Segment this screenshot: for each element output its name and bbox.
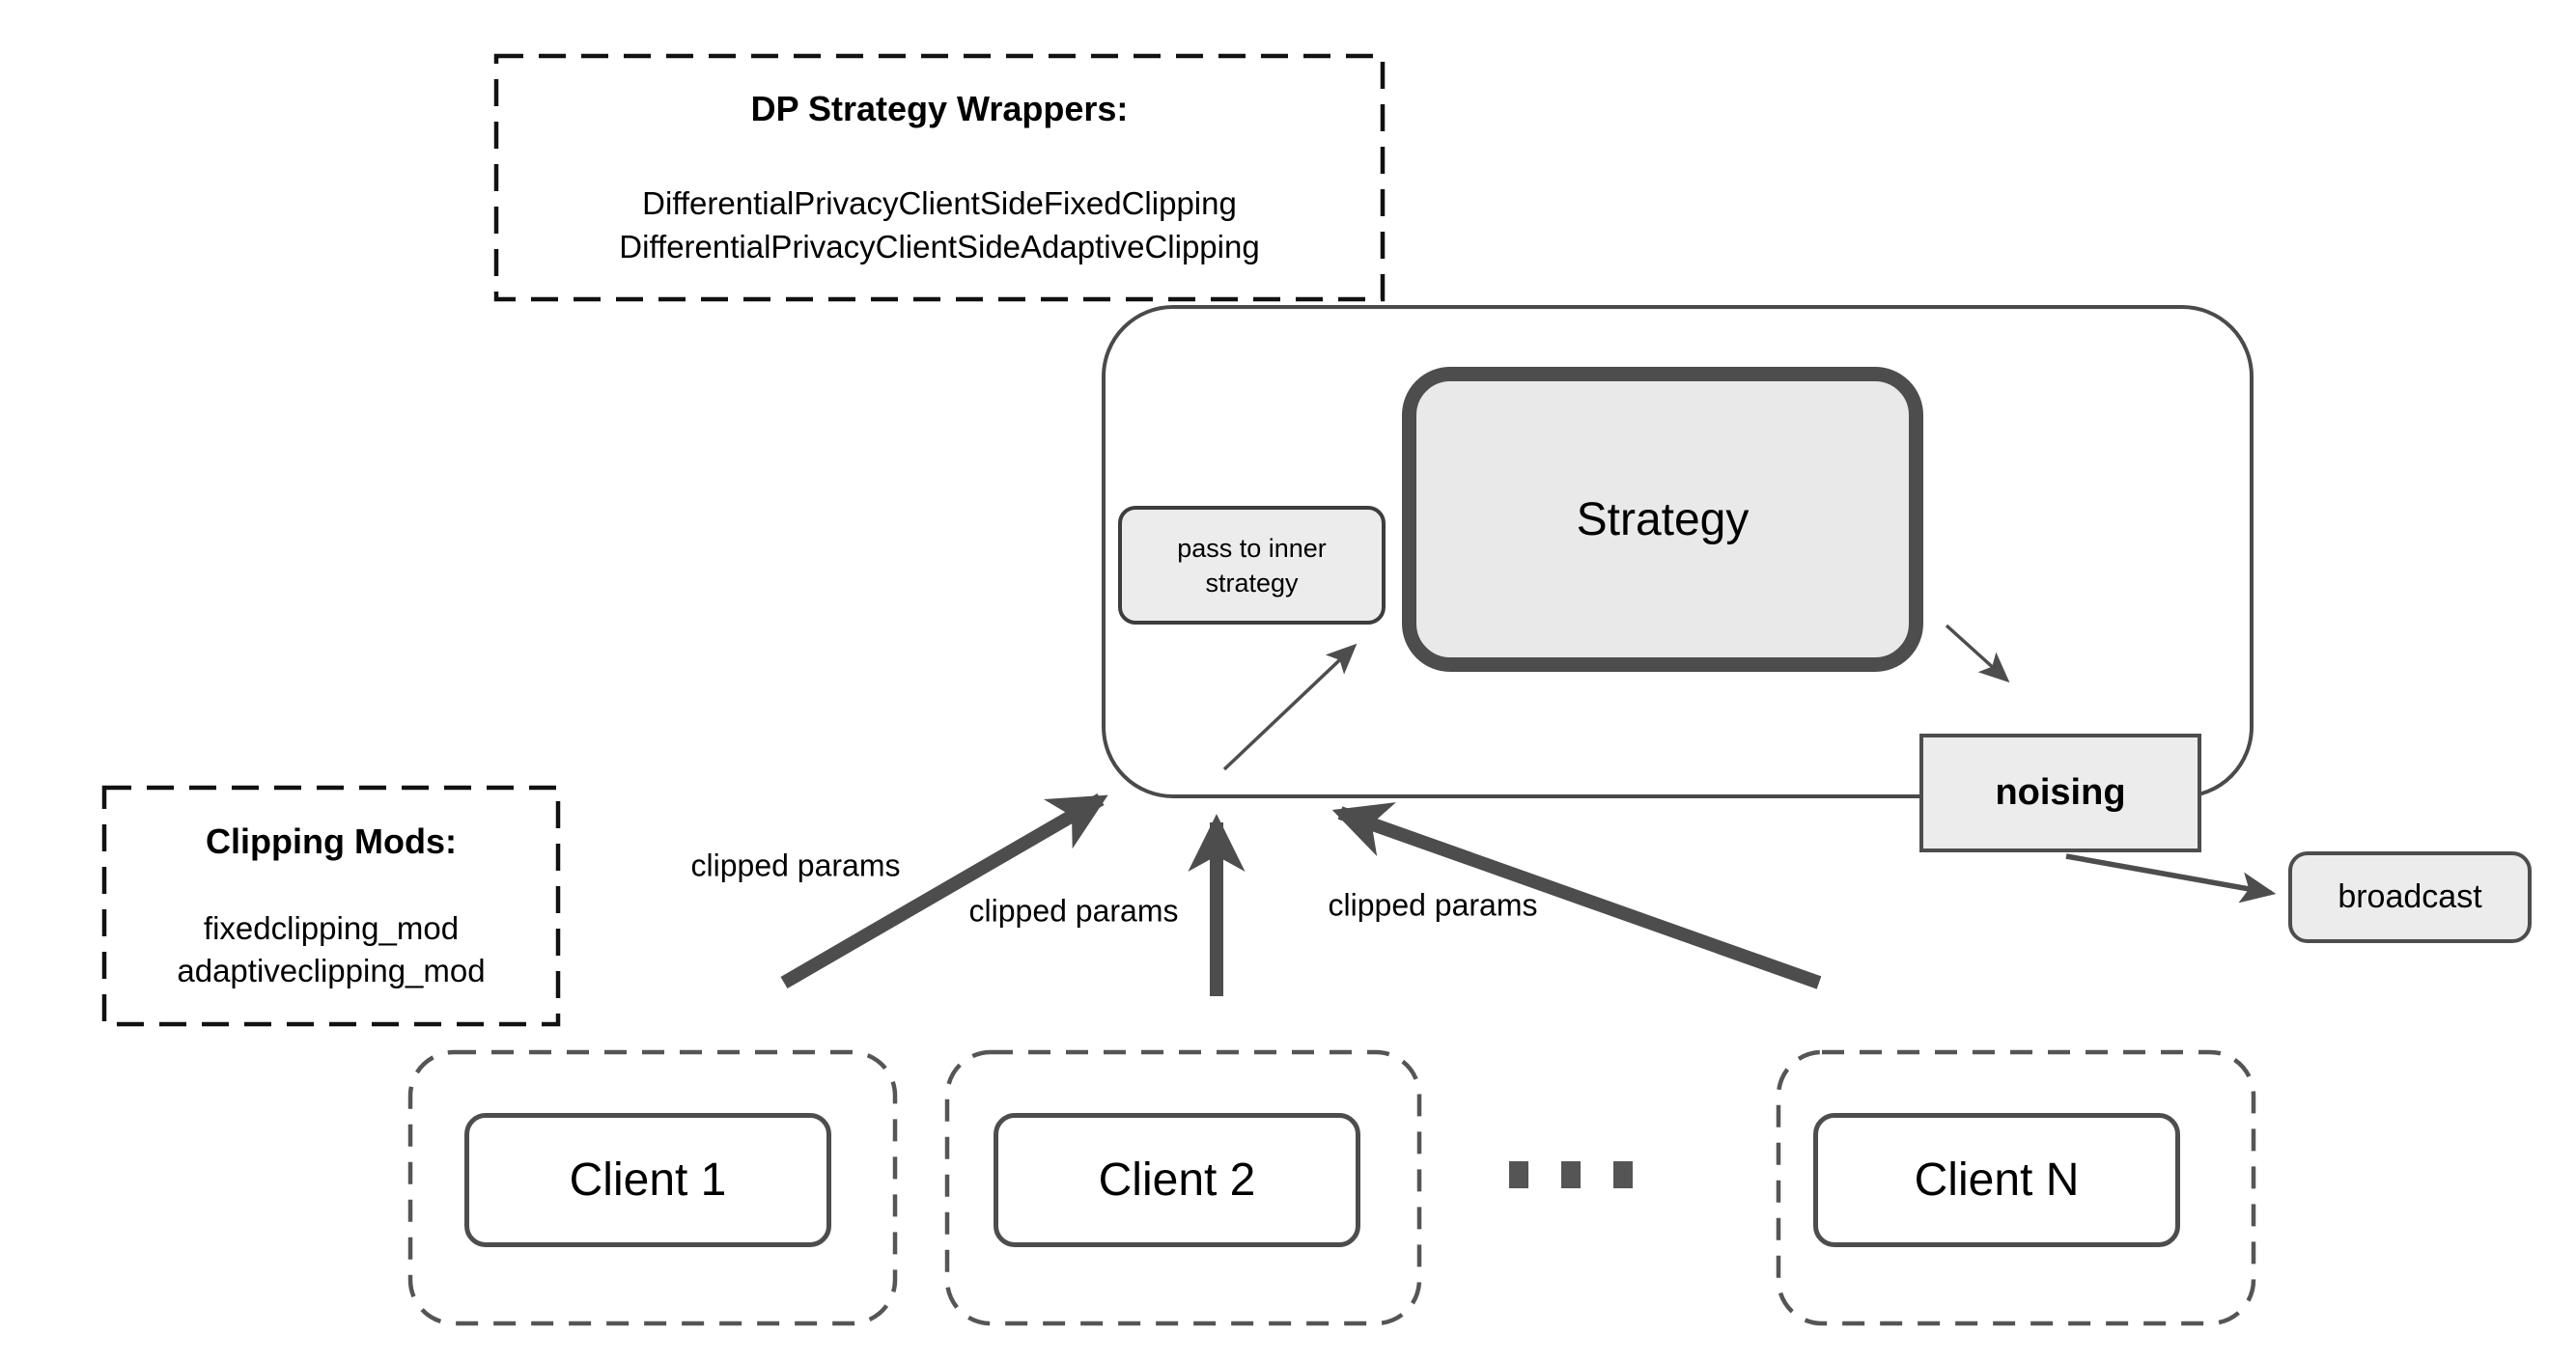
client-n-outer-outline xyxy=(1776,1049,2256,1326)
client-1-label: Client 1 xyxy=(569,1154,727,1206)
client-2-outer-outline xyxy=(944,1049,1422,1326)
client-n-box: Client N xyxy=(1813,1113,2180,1247)
strategy-box: Strategy xyxy=(1402,367,1923,672)
dp-wrappers-items: DifferentialPrivacyClientSideFixedClippi… xyxy=(496,181,1383,268)
clipping-mods-items: fixedclipping_mod adaptiveclipping_mod xyxy=(104,907,558,992)
arrow-strategy-to-noising xyxy=(1945,624,2010,683)
noising-box: noising xyxy=(1919,734,2201,852)
clipping-mods-box-outline xyxy=(101,785,561,1027)
clipped-params-label-3: clipped params xyxy=(1328,887,1538,923)
clipping-mod-item: fixedclipping_mod xyxy=(203,910,460,946)
clipping-mods-title: Clipping Mods: xyxy=(206,821,457,861)
ellipsis-dot xyxy=(1561,1161,1581,1188)
client-n-label: Client N xyxy=(1914,1154,2080,1206)
noising-label: noising xyxy=(1995,772,2126,813)
dp-wrappers-box-outline xyxy=(493,53,1386,302)
pass-label-line1: pass to inner xyxy=(1177,533,1327,563)
arrow-to-pass-box xyxy=(1222,643,1358,771)
arrow-noising-to-broadcast xyxy=(2065,853,2277,904)
broadcast-label: broadcast xyxy=(2338,878,2482,915)
client-2-box: Client 2 xyxy=(994,1113,1360,1247)
broadcast-box: broadcast xyxy=(2288,851,2532,943)
client-1-box: Client 1 xyxy=(464,1113,831,1247)
arrow-clientN-to-server xyxy=(1331,802,1822,989)
pass-label-line2: strategy xyxy=(1205,568,1299,598)
clipped-params-label-1: clipped params xyxy=(690,848,901,883)
strategy-label: Strategy xyxy=(1576,493,1750,545)
ellipsis-dot xyxy=(1613,1161,1633,1188)
pass-to-inner-strategy-box: pass to inner strategy xyxy=(1118,506,1386,625)
arrow-client1-to-server xyxy=(780,793,1108,989)
ellipsis-dot xyxy=(1509,1161,1528,1188)
dp-wrapper-item: DifferentialPrivacyClientSideAdaptiveCli… xyxy=(619,229,1260,264)
client-2-label: Client 2 xyxy=(1098,1154,1256,1206)
clipped-params-label-2: clipped params xyxy=(968,893,1179,929)
client-1-outer-outline xyxy=(407,1049,898,1326)
clipping-mod-item: adaptiveclipping_mod xyxy=(177,953,486,988)
dp-wrapper-item: DifferentialPrivacyClientSideFixedClippi… xyxy=(642,185,1237,221)
dp-wrappers-title: DP Strategy Wrappers: xyxy=(750,89,1129,128)
clients-ellipsis xyxy=(1509,1161,1633,1188)
pass-to-inner-strategy-label: pass to inner strategy xyxy=(1177,531,1327,600)
